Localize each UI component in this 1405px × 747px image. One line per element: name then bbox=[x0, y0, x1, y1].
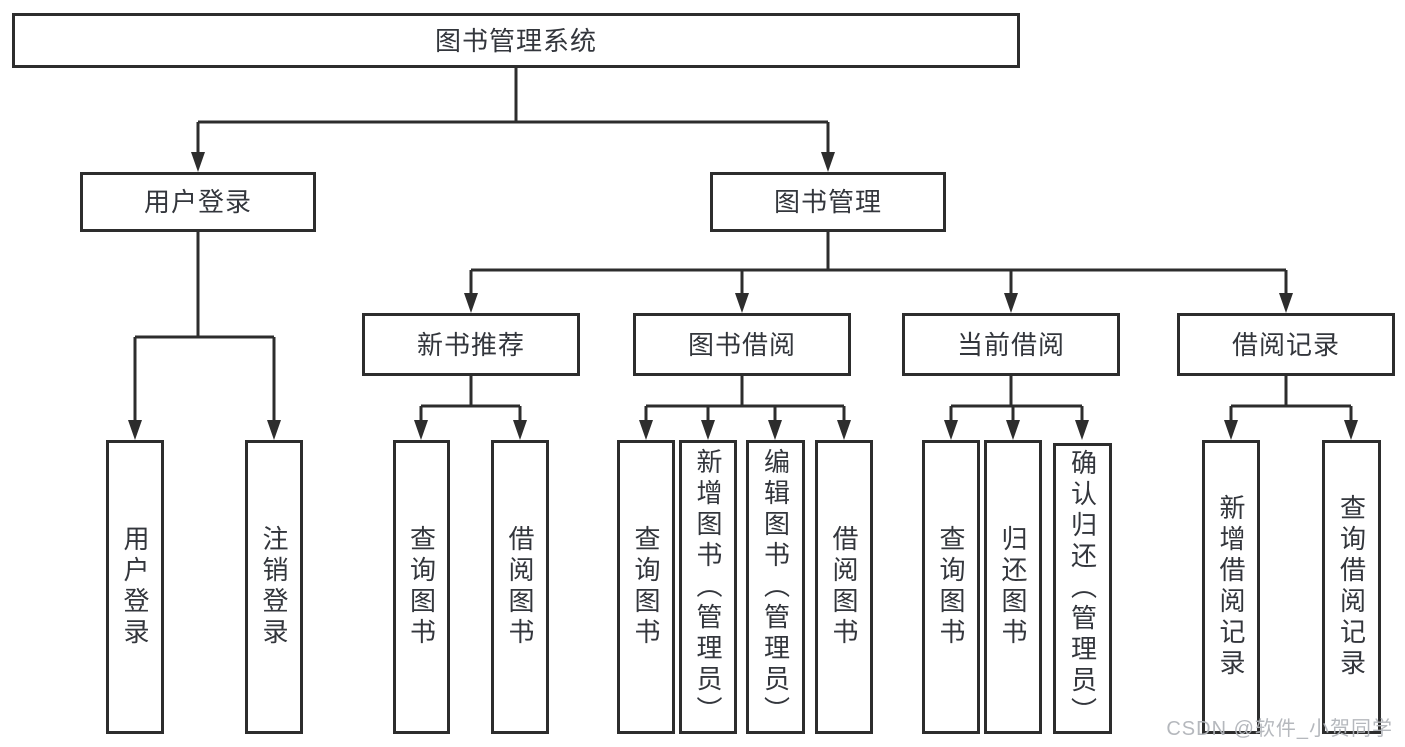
node-query-books-borrowing: 查询图书 bbox=[617, 440, 675, 734]
node-borrowing-records: 借阅记录 bbox=[1177, 313, 1395, 376]
node-current-borrowing: 当前借阅 bbox=[902, 313, 1120, 376]
node-leaf-user-login: 用户登录 bbox=[106, 440, 164, 734]
node-borrow-books: 借阅图书 bbox=[815, 440, 873, 734]
node-book-management: 图书管理 bbox=[710, 172, 946, 232]
csdn-watermark: CSDN @软件_小贺同学 bbox=[1166, 718, 1393, 740]
node-user-login: 用户登录 bbox=[80, 172, 316, 232]
node-book-borrowing: 图书借阅 bbox=[633, 313, 851, 376]
node-borrow-books-recommend: 借阅图书 bbox=[491, 440, 549, 734]
node-new-book-recommendation: 新书推荐 bbox=[362, 313, 580, 376]
node-query-books-current: 查询图书 bbox=[922, 440, 980, 734]
node-return-books: 归还图书 bbox=[984, 440, 1042, 734]
node-library-system: 图书管理系统 bbox=[12, 13, 1020, 68]
node-query-borrow-record: 查询借阅记录 bbox=[1322, 440, 1381, 734]
node-add-borrow-record: 新增借阅记录 bbox=[1202, 440, 1260, 734]
node-query-books-recommend: 查询图书 bbox=[393, 440, 450, 734]
node-leaf-logout: 注销登录 bbox=[245, 440, 303, 734]
node-confirm-return-admin: 确认归还（管理员） bbox=[1053, 443, 1112, 734]
node-edit-books-admin: 编辑图书（管理员） bbox=[746, 440, 805, 734]
node-add-books-admin: 新增图书（管理员） bbox=[679, 440, 737, 734]
